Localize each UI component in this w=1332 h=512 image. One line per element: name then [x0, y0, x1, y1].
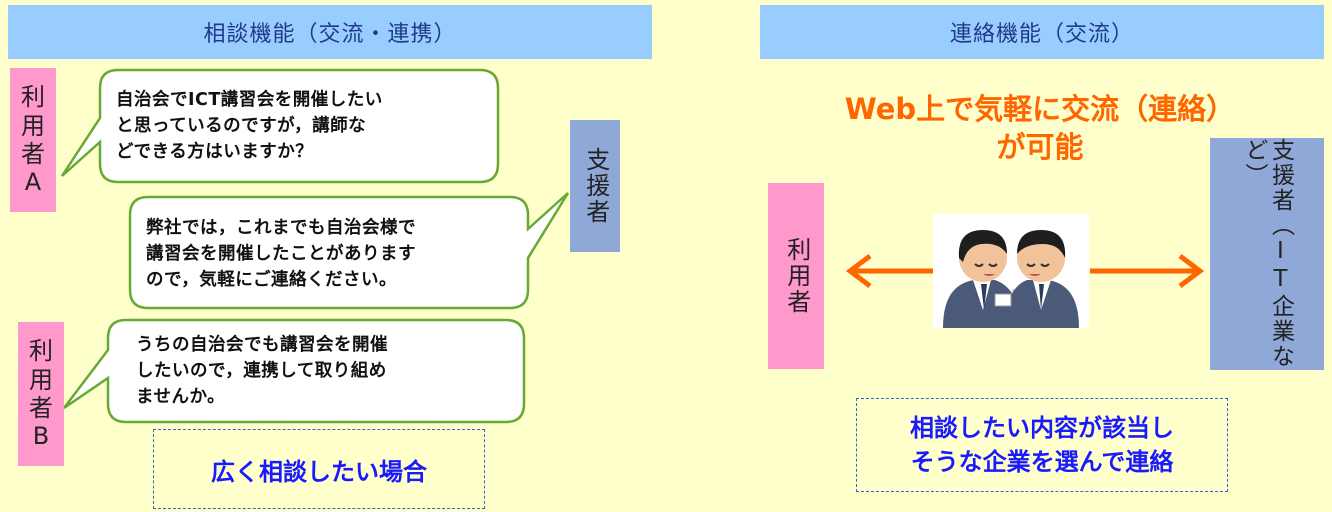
speech-bubble-supporter — [128, 192, 570, 310]
left-summary-text: 広く相談したい場合 — [211, 457, 427, 486]
right-panel-title-text: 連絡機能（交流） — [949, 22, 1134, 47]
supporter-label-left: 支援者 — [581, 147, 610, 225]
user-a-box: 利 用 者 A — [10, 68, 56, 212]
user-a-char-4: A — [24, 168, 42, 197]
supporter-box-left: 支援者 — [570, 120, 620, 252]
supporter-label-right: 支援者（IT企業など） — [1241, 138, 1294, 369]
left-panel-title-text: 相談機能（交流・連携） — [203, 22, 457, 47]
user-a-char-2: 用 — [21, 111, 45, 140]
user-label-right: 利用者 — [782, 237, 811, 315]
user-box-right: 利用者 — [768, 183, 824, 369]
right-summary-box: 相談したい内容が該当し そうな企業を選んで連絡 — [856, 398, 1228, 492]
left-summary-box: 広く相談したい場合 — [153, 429, 485, 509]
business-card-exchange-illustration — [933, 214, 1089, 328]
user-b-char-1: 利 — [29, 337, 53, 366]
bubble-b-text: うちの自治会でも講習会を開催 したいので，連携して取り組め ませんか。 — [136, 335, 388, 407]
bubble-a-text: 自治会でICT講習会を開催したい と思っているのですが，講師な どできる方はいま… — [116, 90, 383, 162]
user-a-char-1: 利 — [21, 83, 45, 112]
right-summary-text: 相談したい内容が該当し そうな企業を選んで連絡 — [910, 414, 1174, 476]
right-headline: Web上で気軽に交流（連絡） が可能 — [844, 92, 1236, 164]
user-a-char-3: 者 — [21, 140, 45, 168]
speech-bubble-b — [63, 318, 526, 424]
user-b-char-3: 者 — [29, 394, 53, 422]
user-b-char-2: 用 — [29, 365, 53, 394]
exchange-arrows — [845, 254, 1205, 288]
speech-bubble-a — [60, 68, 500, 184]
supporter-box-right: 支援者（IT企業など） — [1210, 138, 1324, 370]
left-panel-title: 相談機能（交流・連携） — [8, 5, 652, 59]
bubble-supporter-text: 弊社では，これまでも自治会様で 講習会を開催したことがあります ので，気軽にご連… — [146, 218, 416, 290]
user-b-char-4: B — [32, 422, 50, 451]
user-b-box: 利 用 者 B — [18, 322, 64, 466]
right-panel-title: 連絡機能（交流） — [760, 5, 1324, 59]
